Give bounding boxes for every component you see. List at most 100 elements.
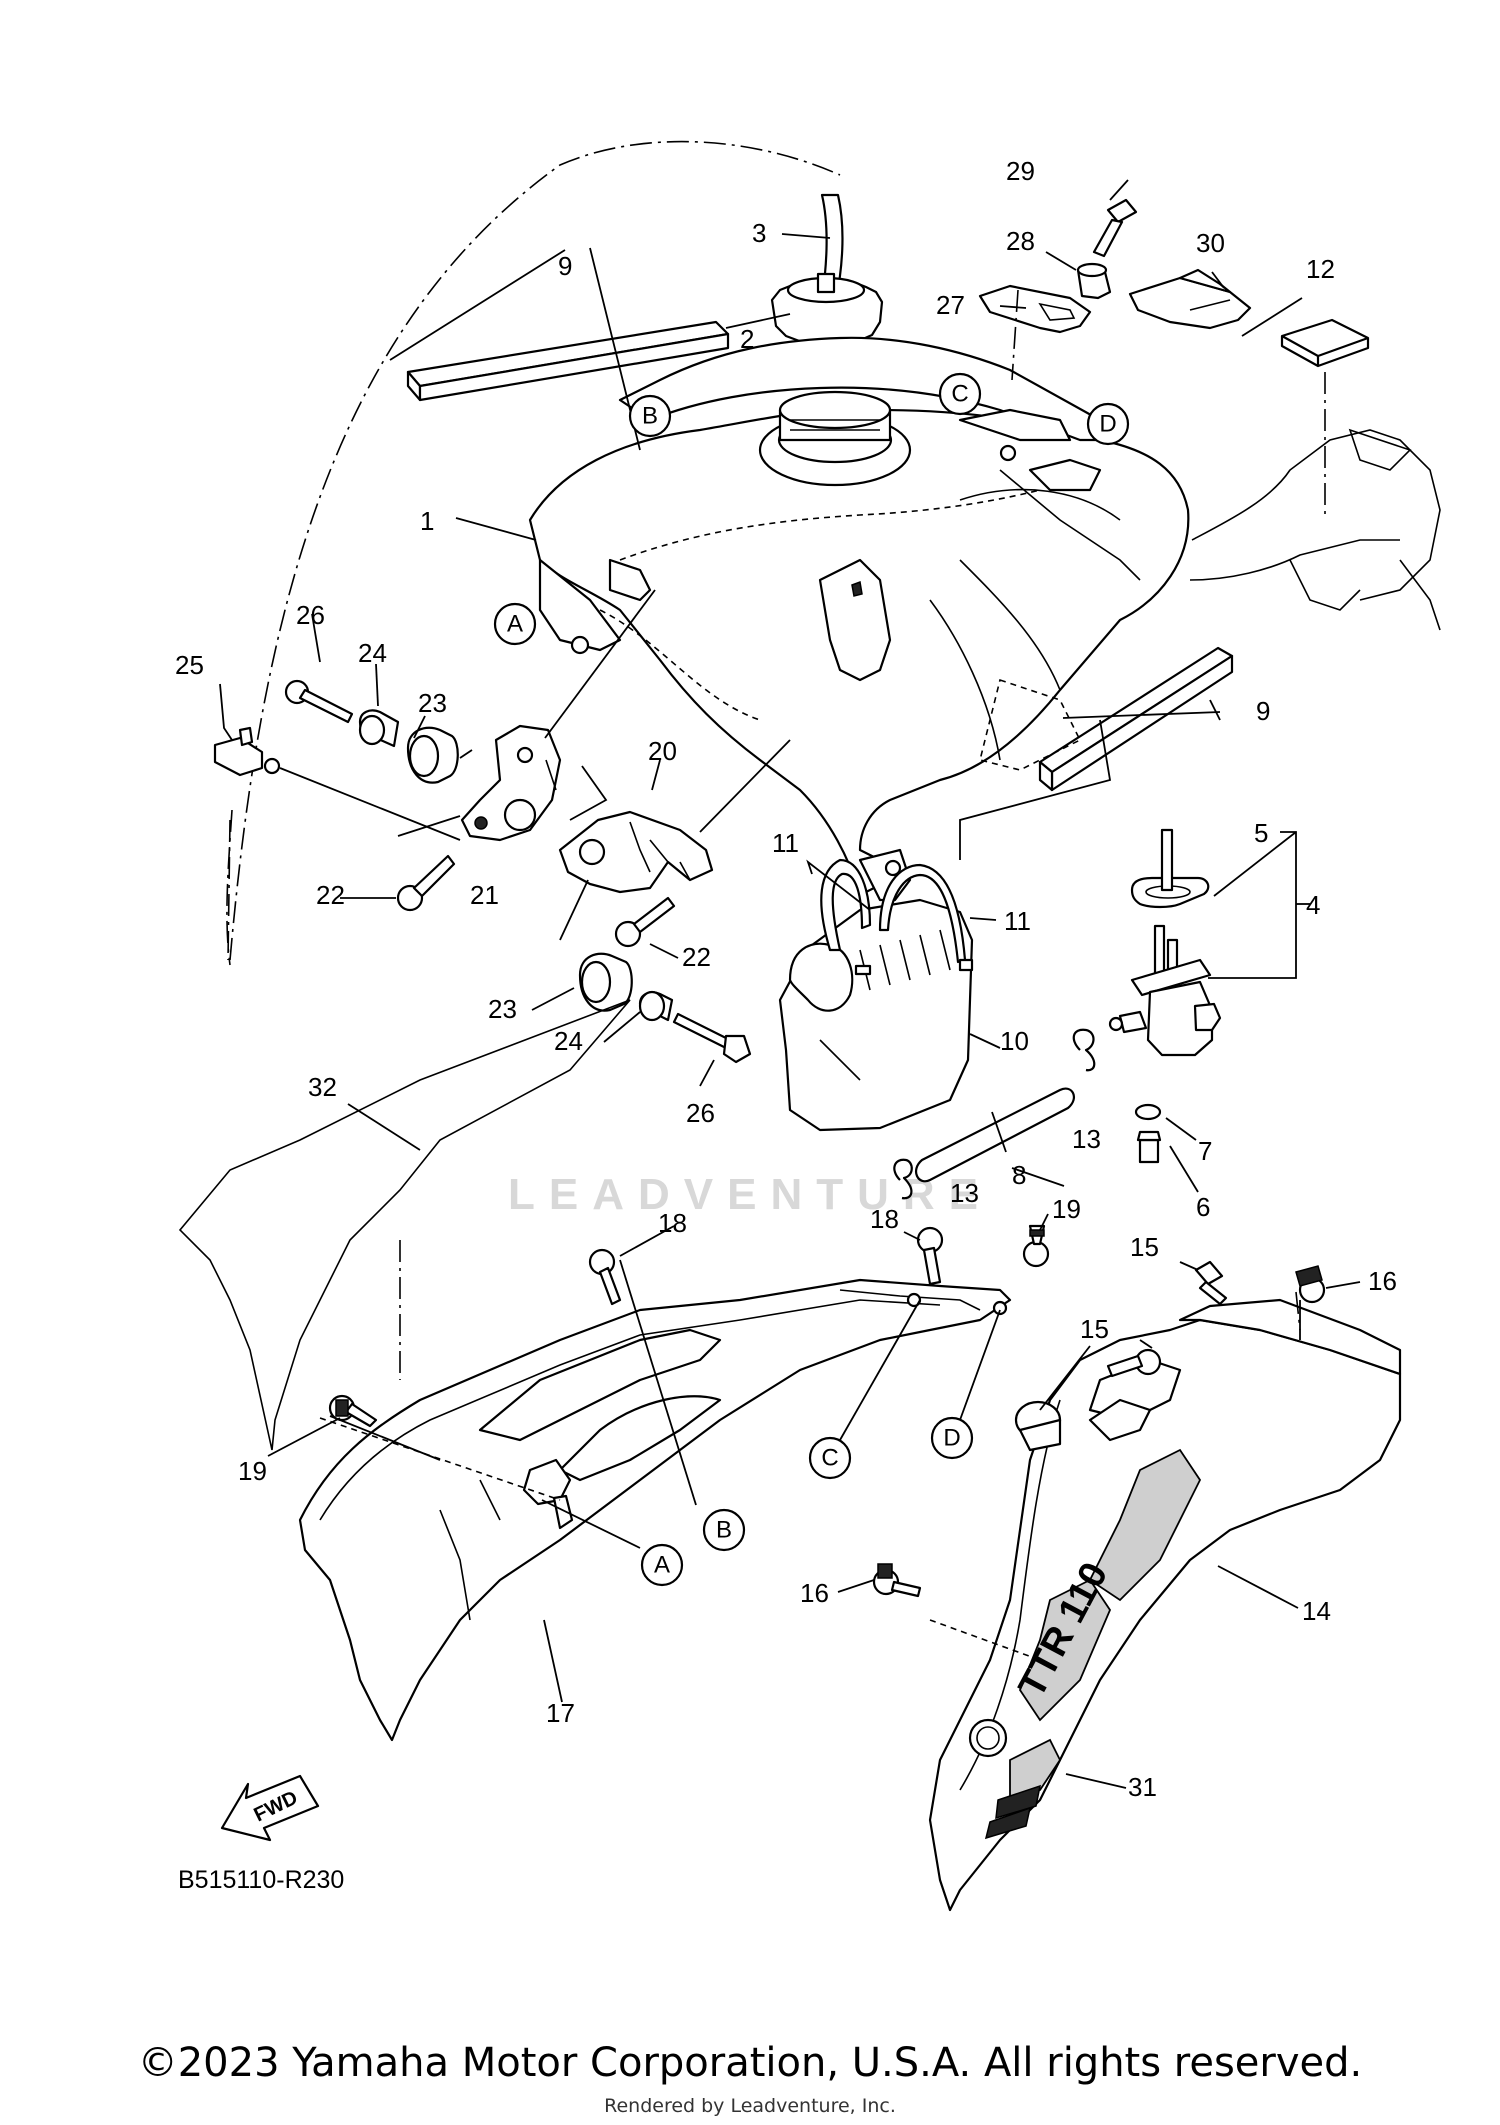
washer-7 — [1134, 1103, 1162, 1121]
bolt-15-lower — [1106, 1348, 1162, 1378]
ref-b-upper: B — [628, 394, 672, 438]
collar-24-upper — [358, 709, 400, 748]
ref-a-upper: A — [493, 602, 537, 646]
side-cover-14: TTR 110 — [928, 1298, 1402, 1912]
part-number: 16 — [1368, 1266, 1397, 1296]
part-number: 15 — [1080, 1314, 1109, 1344]
bolt-26-lower — [672, 1012, 752, 1064]
part-number: 18 — [658, 1208, 687, 1238]
screw-29 — [1092, 198, 1138, 258]
screw-16-upper — [1295, 1265, 1326, 1304]
ref-b-lower: B — [702, 1508, 746, 1552]
collar-28 — [1076, 262, 1112, 300]
svg-text:D: D — [943, 1425, 960, 1452]
bolt-18-right — [916, 1226, 944, 1286]
part-number: 7 — [1198, 1136, 1212, 1166]
part-number: 27 — [936, 290, 965, 320]
ref-d-upper: D — [1086, 402, 1130, 446]
part-number: 5 — [1254, 818, 1268, 848]
part-number-labels: 1 2 3 4 5 6 7 8 9 9 10 11 11 12 13 13 14… — [175, 156, 1397, 1802]
part-number: 3 — [752, 218, 766, 248]
part-number: 11 — [772, 828, 799, 858]
svg-text:C: C — [951, 381, 968, 408]
part-number: 1 — [420, 506, 434, 536]
fuel-cock-assembly-4 — [1108, 828, 1222, 1057]
svg-text:A: A — [507, 611, 523, 638]
part-number: 6 — [1196, 1192, 1210, 1222]
grommet-23-upper — [406, 726, 459, 784]
side-cover-17 — [298, 1278, 1012, 1742]
part-number: 10 — [1000, 1026, 1029, 1056]
screw-16-lower — [872, 1563, 922, 1598]
svg-text:B: B — [716, 1517, 732, 1544]
part-number: 24 — [358, 638, 387, 668]
part-number: 11 — [1004, 906, 1031, 936]
screw-19-right — [1022, 1224, 1050, 1268]
part-number: 17 — [546, 1698, 575, 1728]
part-number: 30 — [1196, 228, 1225, 258]
part-number: 9 — [1256, 696, 1270, 726]
clip-13-lower — [893, 1158, 913, 1200]
frame-outline — [1189, 428, 1441, 631]
svg-text:C: C — [821, 1445, 838, 1472]
part-number: 22 — [316, 880, 345, 910]
part-number: 20 — [648, 736, 677, 766]
ref-c-lower: C — [808, 1436, 852, 1480]
bolt-22-mid — [614, 896, 676, 948]
svg-text:B: B — [642, 403, 658, 430]
part-number: 4 — [1306, 890, 1320, 920]
part-number: 28 — [1006, 226, 1035, 256]
collar-24-lower — [638, 990, 674, 1022]
fuel-cap — [770, 272, 884, 346]
hose-clamp-25 — [213, 726, 281, 777]
fuel-hose-8 — [914, 1087, 1076, 1183]
bracket-21 — [460, 724, 562, 842]
part-number: 25 — [175, 650, 204, 680]
tank-cover-10 — [778, 898, 974, 1132]
part-number: 23 — [418, 688, 447, 718]
part-number: 31 — [1128, 1772, 1157, 1802]
rubber-strip-upper — [406, 320, 730, 402]
part-number: 15 — [1130, 1232, 1159, 1262]
part-number: 22 — [682, 942, 711, 972]
fwd-arrow: FWD — [220, 1774, 320, 1842]
svg-text:D: D — [1099, 411, 1116, 438]
part-number: 14 — [1302, 1596, 1331, 1626]
part-number: 29 — [1006, 156, 1035, 186]
part-number: 23 — [488, 994, 517, 1024]
leader-lines — [219, 179, 1361, 1703]
gasket-5 — [1130, 876, 1210, 909]
grommet-23-lower — [578, 952, 633, 1012]
part-number: 19 — [238, 1456, 267, 1486]
reference-letters: A B C D A B C D — [493, 372, 1130, 1587]
part-number: 12 — [1306, 254, 1335, 284]
tank-bracket-27 — [978, 284, 1092, 334]
part-number: 32 — [308, 1072, 337, 1102]
ref-c-upper: C — [938, 372, 982, 416]
bolt-22-left — [396, 854, 456, 912]
ref-a-lower: A — [640, 1543, 684, 1587]
part-number: 13 — [1072, 1124, 1101, 1154]
side-cover-outline-32 — [178, 999, 631, 1451]
part-number: 21 — [470, 880, 499, 910]
vent-hose-routing-line — [229, 140, 841, 961]
rubber-strip-lower — [1038, 646, 1234, 792]
bolt-15-upper — [1194, 1260, 1228, 1306]
bolt-26-upper — [284, 679, 354, 724]
part-number: 13 — [950, 1178, 979, 1208]
ref-d-lower: D — [930, 1416, 974, 1460]
svg-text:A: A — [654, 1552, 670, 1579]
screw-19-left — [328, 1394, 378, 1428]
part-number: 26 — [686, 1098, 715, 1128]
diagram-code: B515110-R230 — [178, 1866, 345, 1894]
band-30 — [1128, 268, 1252, 330]
part-number: 9 — [558, 251, 572, 281]
part-number: 19 — [1052, 1194, 1081, 1224]
yamaha-emblem — [968, 1718, 1008, 1758]
copyright-notice: ©2023 Yamaha Motor Corporation, U.S.A. A… — [137, 2040, 1363, 2086]
clip-13-upper — [1072, 1028, 1096, 1072]
seat-pad — [1280, 318, 1370, 368]
fuel-tank — [528, 336, 1190, 902]
screw-6 — [1136, 1130, 1162, 1164]
